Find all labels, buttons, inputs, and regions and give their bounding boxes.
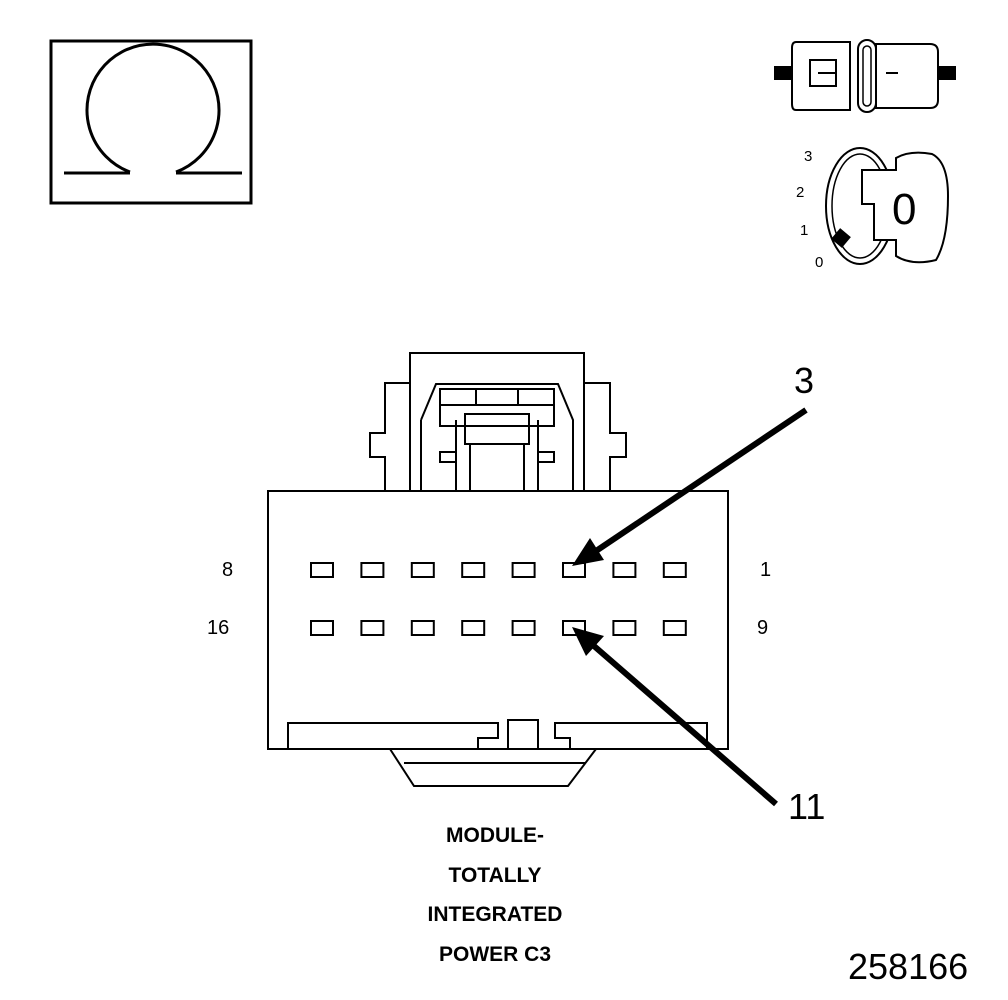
pin-cavity [310, 620, 334, 636]
pin-label-1: 1 [760, 559, 772, 581]
ohm-symbol-icon [49, 39, 253, 205]
caption-line-4: POWER C3 [438, 942, 551, 966]
pin-cavity [612, 562, 637, 578]
key-position-1: 1 [800, 222, 809, 239]
pin-cavity [310, 562, 334, 578]
connector-caption: MODULE- TOTALLY INTEGRATED POWER C3 [360, 816, 630, 974]
pin-cavity [662, 620, 687, 636]
pin-cavity [410, 562, 435, 578]
pin-cavity [511, 562, 536, 578]
pin-cavity [662, 562, 687, 578]
pin-cavity [511, 620, 536, 636]
figure-number: 258166 [848, 946, 969, 987]
ignition-key-icon [825, 147, 950, 265]
pin-cavity [410, 620, 435, 636]
key-label: 0 [892, 185, 917, 234]
caption-line-1: MODULE- [446, 824, 544, 847]
pin-cavity [360, 620, 385, 636]
caption-line-3: INTEGRATED [427, 903, 563, 926]
disconnected-connector-icon [774, 39, 956, 113]
pin-label-16: 16 [207, 617, 230, 639]
key-position-0: 0 [815, 254, 824, 271]
pin-label-9: 9 [757, 617, 769, 639]
key-position-3: 3 [804, 148, 813, 165]
pin-cavity [612, 620, 637, 636]
callout-pin-11: 11 [788, 786, 826, 827]
pin-label-8: 8 [222, 559, 234, 581]
pin-cavity [461, 620, 486, 636]
caption-line-2: TOTALLY [448, 863, 542, 887]
pin-cavity [360, 562, 385, 578]
pin-cavity [461, 562, 486, 578]
callout-pin-3: 3 [794, 360, 815, 401]
key-position-2: 2 [796, 184, 805, 201]
